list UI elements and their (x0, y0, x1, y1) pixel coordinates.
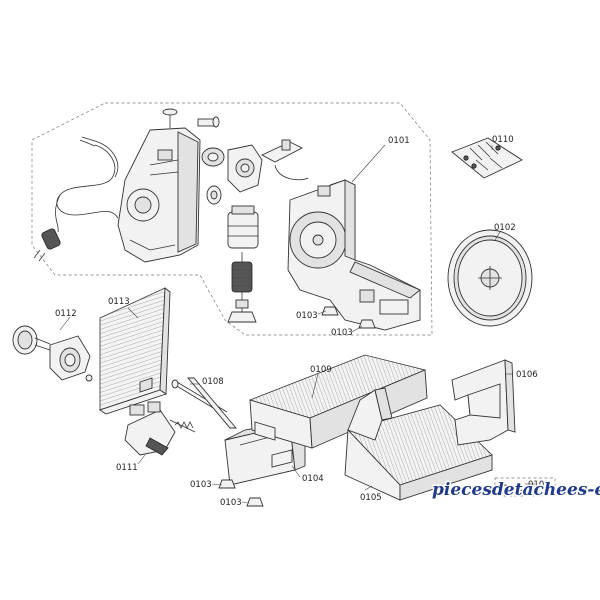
knob-assembly (12, 325, 93, 382)
label-0103-housing-2: 0103 (331, 328, 353, 338)
label-0111: 0111 (116, 463, 138, 473)
motor (227, 205, 259, 249)
power-cord (33, 136, 119, 262)
foot-near-housing-2 (358, 319, 376, 329)
label-0108: 0108 (202, 377, 224, 387)
label-0102: 0102 (494, 223, 516, 233)
armature (227, 252, 257, 323)
end-stop (451, 359, 516, 446)
foot-lower-1 (218, 479, 236, 489)
small-hardware-box (494, 477, 556, 497)
label-0103-lower-2: 0103 (220, 498, 242, 508)
label-0106: 0106 (516, 370, 538, 380)
foot-near-housing-1 (321, 306, 339, 316)
bolt (197, 116, 220, 128)
watermark-outline: piecesdetachees-elec.com (432, 480, 600, 500)
leader-lines (59, 144, 535, 504)
label-0110: 0110 (492, 135, 514, 145)
motor-housing (117, 127, 201, 263)
plug (33, 228, 61, 262)
label-0105: 0105 (360, 493, 382, 503)
screw-set-bag (451, 137, 523, 179)
shaft-rod (171, 377, 237, 429)
switch-module (260, 139, 309, 181)
assembly-outline (31, 102, 433, 336)
gear-assembly (201, 144, 263, 205)
label-0103-housing-1: 0103 (296, 311, 318, 321)
label-0107: 0107 (528, 480, 550, 490)
slide-mechanism (124, 401, 196, 456)
label-0109: 0109 (310, 365, 332, 375)
label-0104: 0104 (302, 474, 324, 484)
cover-plate (98, 287, 171, 415)
foot-lower-2 (246, 497, 264, 507)
housing-0101 (287, 179, 421, 331)
screw-top (162, 108, 178, 128)
label-0112: 0112 (55, 309, 77, 319)
label-0101: 0101 (388, 136, 410, 146)
label-0113: 0113 (108, 297, 130, 307)
watermark-text: piecesdetachees-elec.com (432, 480, 600, 500)
blade-disc (447, 229, 533, 327)
label-0103-lower-1: 0103 (190, 480, 212, 490)
